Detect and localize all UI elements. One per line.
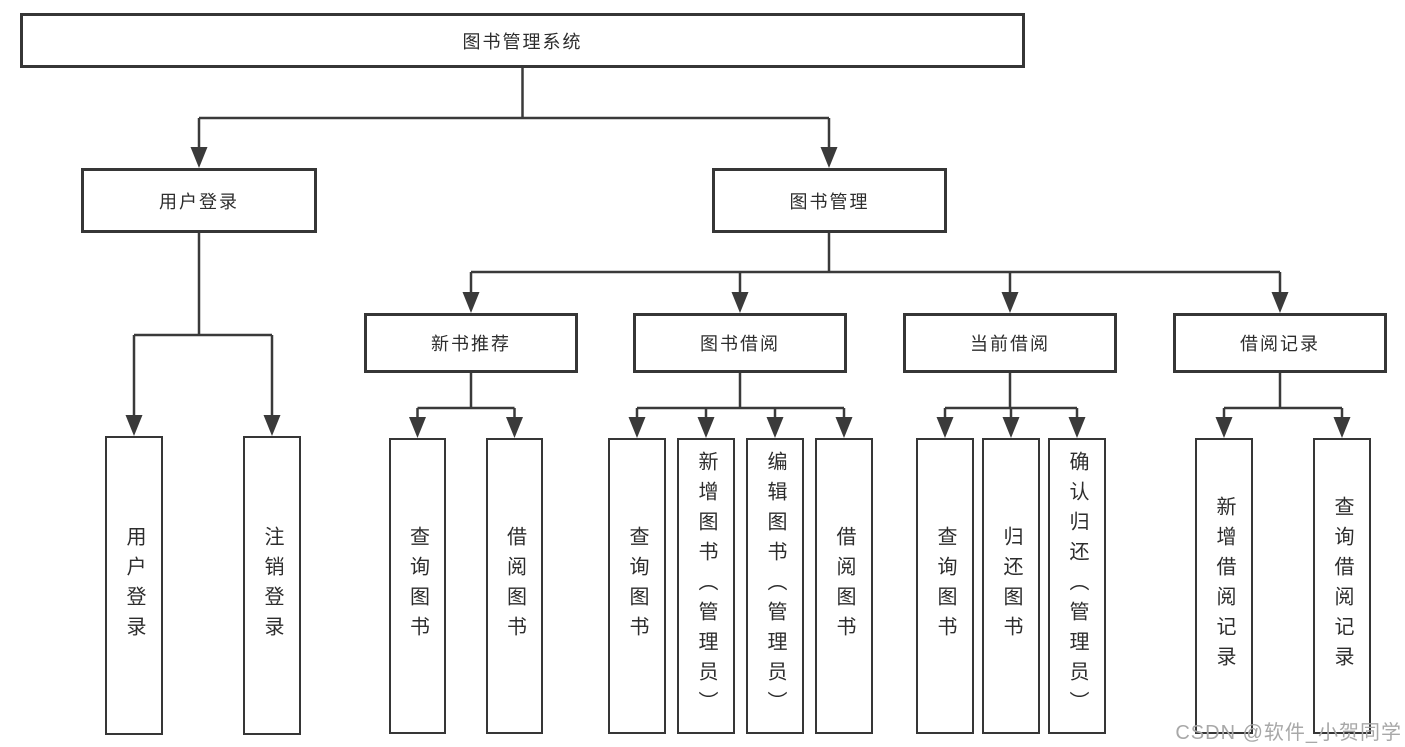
node-library-management-system: 图书管理系统 [20, 13, 1025, 68]
leaf-label: 确认归还（管理员） [1066, 451, 1088, 721]
leaf-label: 查询图书 [626, 526, 648, 646]
leaf-query-borrow-record: 查询借阅记录 [1313, 438, 1371, 734]
leaf-query-books: 查询图书 [389, 438, 446, 734]
node-book-management-branch: 图书管理 [712, 168, 947, 233]
node-book-borrowing: 图书借阅 [633, 313, 847, 373]
node-user-login-branch: 用户登录 [81, 168, 317, 233]
leaf-confirm-return-admin: 确认归还（管理员） [1048, 438, 1106, 734]
node-label: 借阅记录 [1240, 334, 1320, 354]
leaf-label: 注销登录 [261, 525, 283, 646]
node-label: 用户登录 [159, 191, 239, 212]
leaf-user-login: 用户登录 [105, 436, 163, 735]
leaf-label: 查询图书 [934, 526, 956, 646]
leaf-borrow-books: 借阅图书 [486, 438, 543, 734]
leaf-label: 新增图书（管理员） [695, 451, 717, 721]
leaf-label: 新增借阅记录 [1213, 496, 1235, 676]
leaf-label: 借阅图书 [833, 526, 855, 646]
leaf-edit-books-admin: 编辑图书（管理员） [746, 438, 804, 734]
leaf-logout: 注销登录 [243, 436, 301, 735]
leaf-borrow-books: 借阅图书 [815, 438, 873, 734]
node-label: 新书推荐 [431, 334, 511, 354]
leaf-label: 编辑图书（管理员） [764, 451, 786, 721]
csdn-watermark: CSDN @软件_小贺同学 [1175, 722, 1402, 744]
leaf-add-borrow-record: 新增借阅记录 [1195, 438, 1253, 734]
leaf-add-books-admin: 新增图书（管理员） [677, 438, 735, 734]
leaf-query-books: 查询图书 [916, 438, 974, 734]
leaf-label: 归还图书 [1000, 526, 1022, 646]
leaf-label: 查询借阅记录 [1331, 496, 1353, 676]
node-current-borrowing: 当前借阅 [903, 313, 1117, 373]
node-label: 图书借阅 [700, 334, 780, 354]
node-label: 当前借阅 [970, 334, 1050, 354]
node-borrowing-records: 借阅记录 [1173, 313, 1387, 373]
node-new-book-recommendation: 新书推荐 [364, 313, 578, 373]
node-label: 图书管理 [789, 191, 870, 212]
node-label: 图书管理系统 [462, 31, 583, 52]
leaf-return-books: 归还图书 [982, 438, 1040, 734]
leaf-label: 查询图书 [406, 526, 429, 646]
leaf-label: 借阅图书 [503, 526, 526, 646]
leaf-label: 用户登录 [123, 525, 145, 646]
leaf-query-books: 查询图书 [608, 438, 666, 734]
